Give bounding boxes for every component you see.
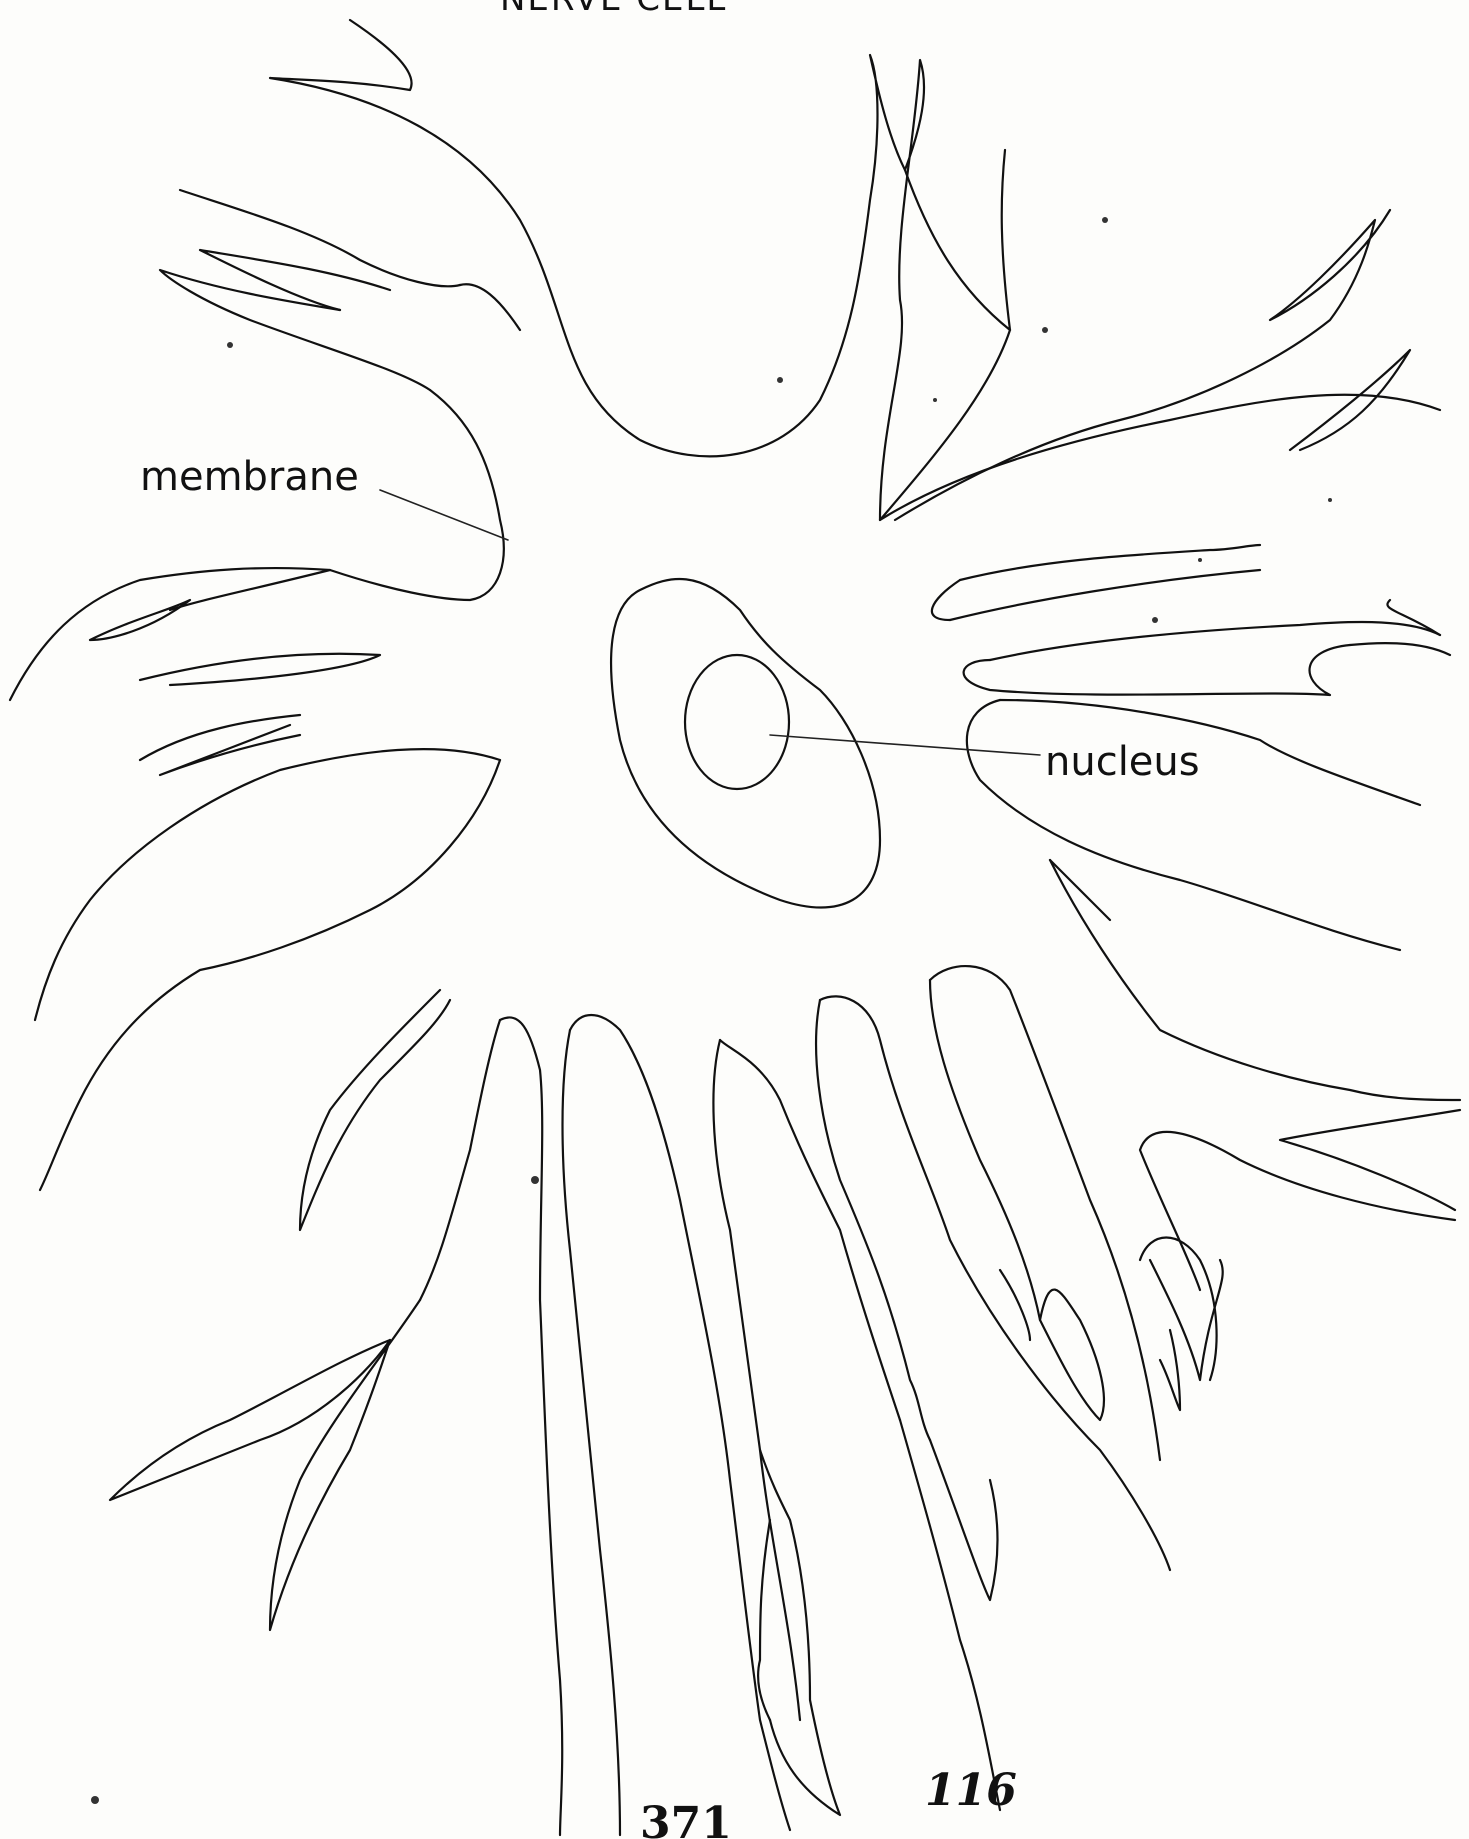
cell-body: [611, 579, 880, 908]
dendrite-left: [40, 760, 500, 1190]
dendrite-lower-right: [1050, 860, 1460, 1100]
cytoplasm-outline: [611, 579, 880, 908]
membrane-leader-line: [380, 490, 508, 540]
dendrite-upper-right: [895, 210, 1390, 520]
diagram-title: NERVE CELL: [500, 0, 727, 19]
membrane-label: membrane: [140, 454, 359, 500]
nucleus-leader-line: [770, 735, 1040, 755]
page-number-right: 116: [925, 1765, 1017, 1816]
nucleus-outline: [685, 655, 789, 789]
nucleus-label: nucleus: [1045, 739, 1200, 785]
page-number-center: 371: [640, 1798, 732, 1839]
cell-membrane-outline: [10, 20, 1460, 1835]
